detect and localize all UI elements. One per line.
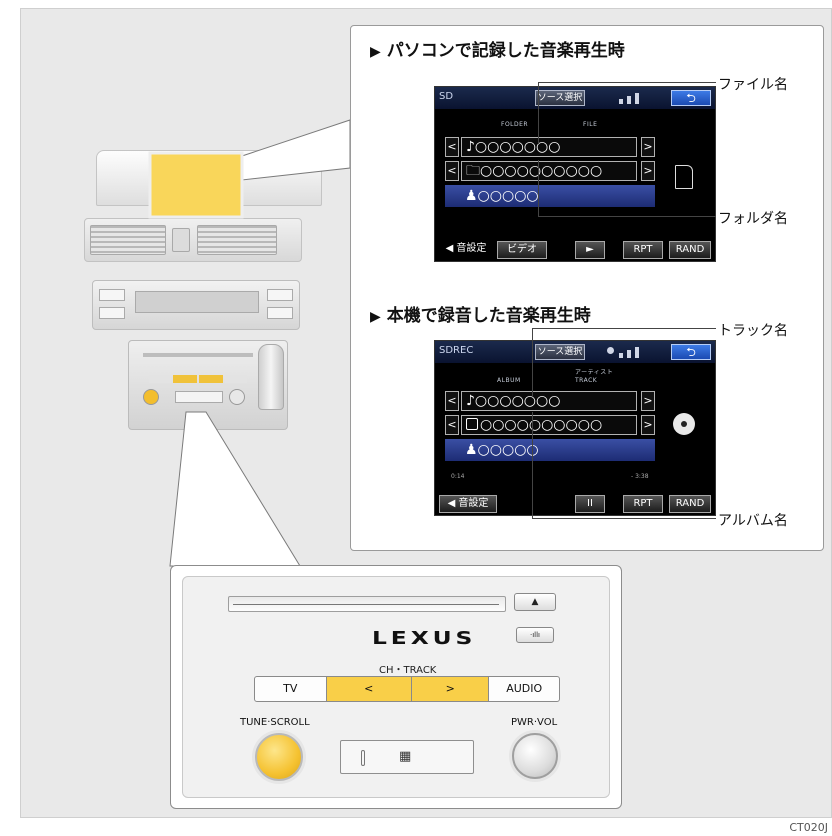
- elapsed-time: 0:14: [451, 473, 465, 480]
- leader-file: [538, 82, 716, 83]
- source-name: SD: [439, 91, 454, 102]
- column-album: ALBUM: [497, 377, 521, 384]
- audio-button[interactable]: AUDIO: [506, 682, 543, 695]
- rand-button[interactable]: RAND: [669, 495, 711, 513]
- rand-button[interactable]: RAND: [669, 241, 711, 259]
- pause-button[interactable]: II: [575, 495, 605, 513]
- artist-row: ♟○○○○○: [445, 185, 655, 207]
- bottom-bar: ◀ 音設定 II RPT RAND: [435, 493, 715, 515]
- column-file: FILE: [583, 121, 598, 128]
- tune-scroll-knob[interactable]: [255, 733, 303, 781]
- source-select-button[interactable]: ソース選択: [535, 344, 585, 360]
- shift-lever: [258, 344, 284, 410]
- source-button-strip: TV < > AUDIO: [254, 676, 560, 702]
- label-album-name: アルバム名: [718, 513, 788, 529]
- eject-button[interactable]: ▲: [514, 593, 556, 611]
- back-button[interactable]: ⮌: [671, 344, 711, 360]
- sound-settings-button[interactable]: ◀ 音設定: [445, 243, 487, 254]
- track-name-field[interactable]: ♪○○○○○○○: [461, 391, 637, 411]
- sound-setting-button[interactable]: ·ıllı: [516, 627, 554, 643]
- hazard-button: [172, 228, 190, 252]
- column-folder: FOLDER: [501, 121, 529, 128]
- back-button[interactable]: ⮌: [671, 90, 711, 106]
- label-file-name: ファイル名: [718, 77, 788, 93]
- folder-prev-button[interactable]: <: [445, 161, 459, 181]
- rpt-button[interactable]: RPT: [623, 495, 663, 513]
- screen-pc-playback: SD ソース選択 ⮌ FOLDER FILE < ♪○○○○○○○ > < 🗀○…: [434, 86, 716, 262]
- video-button[interactable]: ビデオ: [497, 241, 547, 259]
- source-name: SDREC: [439, 345, 474, 356]
- leader-folder: [538, 216, 716, 217]
- screen-rec-playback: SDREC ソース選択 ⮌ アーティスト ALBUM TRACK < ♪○○○○…: [434, 340, 716, 516]
- play-button[interactable]: ►: [575, 241, 605, 259]
- track-next-button[interactable]: >: [641, 391, 655, 411]
- pwr-vol-knob[interactable]: [512, 733, 558, 779]
- leader-album: [532, 518, 716, 519]
- album-next-button[interactable]: >: [641, 415, 655, 435]
- sd-card-icon: [675, 165, 693, 189]
- figure-code: CT020J: [789, 821, 828, 834]
- record-dot-icon: [607, 347, 614, 354]
- air-vent-right: [197, 225, 277, 255]
- label-folder-name: フォルダ名: [718, 211, 788, 227]
- album-prev-button[interactable]: <: [445, 415, 459, 435]
- file-name-field[interactable]: ♪○○○○○○○: [461, 137, 637, 157]
- air-vent-left: [90, 225, 166, 255]
- track-prev-button[interactable]: <: [445, 391, 459, 411]
- center-recess: ▦: [340, 740, 474, 774]
- pwr-vol-label: PWR·VOL: [511, 717, 558, 728]
- artist-row: ♟○○○○○: [445, 439, 655, 461]
- security-indicator-icon: ▦: [399, 749, 412, 764]
- ch-track-next-button[interactable]: >: [411, 677, 490, 701]
- rpt-button[interactable]: RPT: [623, 241, 663, 259]
- disc-icon: [673, 413, 695, 435]
- source-select-button[interactable]: ソース選択: [535, 90, 585, 106]
- ch-track-label: CH・TRACK: [379, 665, 437, 676]
- signal-icon: [619, 92, 649, 104]
- remaining-time: - 3:38: [631, 473, 649, 480]
- sound-settings-button[interactable]: ◀ 音設定: [439, 495, 497, 513]
- climate-console: [92, 280, 300, 330]
- bottom-bar: ◀ 音設定 ビデオ ► RPT RAND: [435, 239, 715, 261]
- disc-small-icon: [466, 418, 478, 430]
- tv-button[interactable]: TV: [255, 677, 327, 701]
- ch-track-prev-button[interactable]: <: [326, 677, 412, 701]
- leader-track: [532, 328, 716, 329]
- lexus-logo: LEXUS: [372, 628, 477, 649]
- tune-scroll-label: TUNE·SCROLL: [240, 717, 310, 728]
- file-next-button[interactable]: >: [641, 137, 655, 157]
- folder-next-button[interactable]: >: [641, 161, 655, 181]
- label-track-name: トラック名: [718, 323, 788, 339]
- indicator-slot: [361, 750, 365, 766]
- album-name-field[interactable]: ○○○○○○○○○○: [461, 415, 637, 435]
- column-artist: アーティスト: [575, 369, 614, 376]
- file-prev-button[interactable]: <: [445, 137, 459, 157]
- heading-pc-playback: ▶パソコンで記録した音楽再生時: [370, 41, 625, 61]
- column-track: TRACK: [575, 377, 598, 384]
- signal-icon: [619, 346, 649, 358]
- folder-name-field[interactable]: 🗀○○○○○○○○○○: [461, 161, 637, 181]
- cd-slot: [228, 596, 506, 612]
- heading-rec-playback: ▶本機で録音した音楽再生時: [370, 306, 591, 326]
